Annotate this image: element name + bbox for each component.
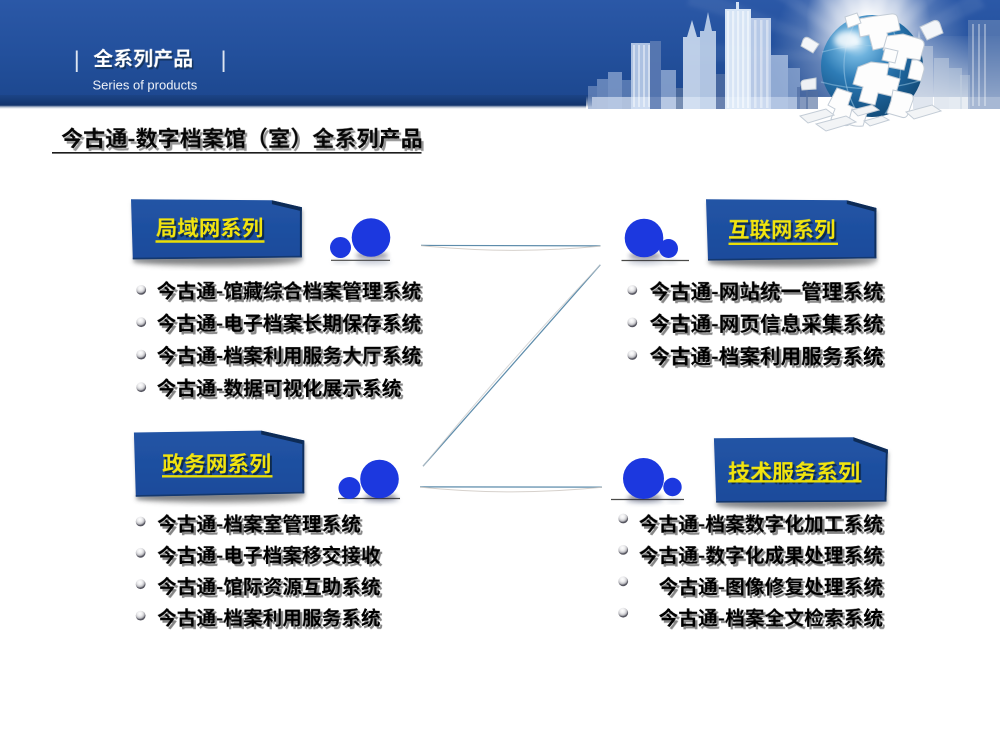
svg-text:Series of products: Series of products	[93, 78, 198, 93]
